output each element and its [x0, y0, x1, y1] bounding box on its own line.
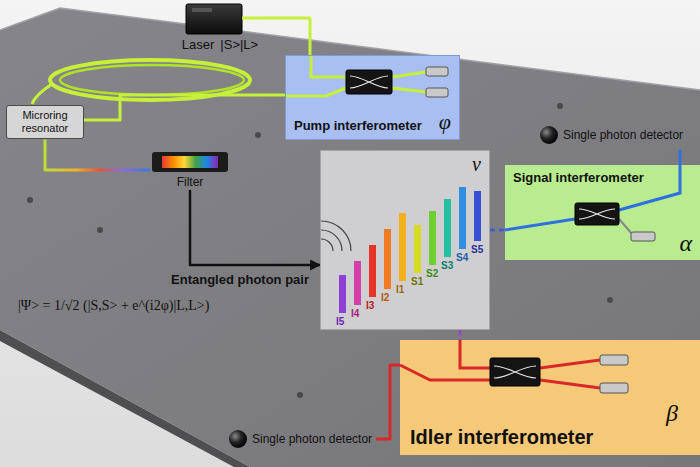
signal-bar — [459, 187, 466, 249]
band-label: S4 — [456, 252, 468, 264]
component-label: Laser — [182, 37, 215, 52]
band-label: I2 — [381, 292, 389, 304]
mounting-hole — [255, 132, 261, 138]
signal-fiber — [679, 150, 682, 165]
single-photon-detector: Single photon detector — [536, 120, 687, 150]
fiber-end — [426, 88, 448, 97]
idler-bar — [369, 245, 376, 297]
idler-channel — [459, 330, 462, 340]
wave-arcs — [321, 221, 351, 251]
signal-bar — [414, 225, 421, 273]
band-label: S5 — [471, 244, 483, 256]
fiber-end — [631, 232, 655, 241]
fiber — [400, 365, 490, 380]
component-label: Filter — [177, 175, 204, 189]
band-label: I4 — [351, 308, 359, 320]
fiber-end — [426, 67, 448, 76]
optical-board — [0, 8, 700, 467]
signal-bar — [429, 211, 436, 265]
fiber — [540, 360, 600, 368]
single-photon-detector: Single photon detector — [225, 422, 376, 456]
phase-symbol: β — [666, 400, 678, 426]
fiber-end — [600, 355, 628, 365]
optical-filter: Filter — [150, 150, 230, 190]
fiber — [286, 88, 346, 96]
mounting-hole — [297, 392, 303, 398]
detector-drawing — [536, 120, 560, 150]
fiber — [540, 380, 600, 388]
fiber — [392, 72, 426, 77]
interferometer-chip — [346, 70, 392, 94]
detector-drawing — [225, 422, 249, 456]
band-label: I3 — [366, 300, 374, 312]
laser-box — [170, 2, 270, 36]
interferometer-chip — [490, 358, 540, 386]
mounting-hole — [607, 297, 613, 303]
fiber — [242, 17, 270, 20]
interferometer-chip — [575, 203, 619, 225]
band-label: S2 — [426, 268, 438, 280]
fiber — [505, 219, 575, 230]
idler-interferometer-panel: Idler interferometer β — [400, 340, 700, 455]
fiber — [460, 340, 490, 368]
laser-panel — [192, 8, 212, 12]
signal-bar — [474, 191, 481, 241]
state-label: |S>|L> — [220, 37, 258, 52]
panel-title: Idler interferometer — [410, 426, 593, 449]
panel-title: Pump interferometer — [294, 118, 422, 133]
band-label: S3 — [441, 260, 453, 272]
detector-ball — [540, 126, 558, 144]
axis-label: ν — [472, 152, 481, 176]
edge-label: Entangled photon pair — [168, 272, 312, 287]
laser-source: Laser |S>|L> — [170, 2, 270, 54]
idler-bar — [399, 213, 406, 281]
phase-symbol: φ — [439, 111, 451, 133]
detector-ball — [229, 430, 247, 448]
signal-bar — [444, 199, 451, 257]
fiber — [311, 56, 346, 77]
idler-fiber — [376, 365, 400, 439]
band-label: S1 — [411, 276, 423, 288]
photon-pair-arrow — [190, 190, 320, 265]
idler-bar — [339, 275, 346, 313]
waveguide-coupler — [350, 76, 388, 88]
waveguide-coupler — [579, 209, 615, 219]
panel-title: Signal interferometer — [513, 170, 644, 185]
band-label: I5 — [336, 316, 344, 328]
mounting-hole — [27, 197, 33, 203]
mounting-hole — [97, 227, 103, 233]
fiber — [392, 88, 426, 92]
filter-housing — [152, 152, 228, 172]
spectrum-panel: ν — [320, 150, 490, 330]
laser-housing — [186, 4, 242, 34]
phase-symbol: α — [679, 230, 692, 256]
band-label: I1 — [396, 284, 404, 296]
idler-bar — [354, 261, 361, 305]
mounting-hole — [557, 103, 563, 109]
microring-chip: Microring resonator — [6, 105, 84, 139]
pump-fiber — [270, 18, 310, 55]
fiber — [32, 84, 52, 104]
idler-bar — [384, 229, 391, 289]
waveguide-coupler — [494, 366, 536, 378]
fiber-coil — [60, 65, 244, 95]
state-equation: |Ψ> = 1/√2 (|S,S> + e^(i2φ)|L,L>) — [18, 298, 209, 314]
spectrum-drawing — [321, 151, 491, 331]
pump-fiber — [84, 95, 285, 120]
signal-channel — [490, 229, 505, 232]
component-label: Single photon detector — [252, 432, 372, 446]
filter-grating — [162, 156, 218, 168]
filter-drawing — [150, 150, 230, 174]
output-fiber — [45, 139, 150, 170]
pump-interferometer-panel: Pump interferometer φ — [285, 55, 460, 140]
fiber-end — [600, 383, 628, 393]
component-label: Microring resonator — [11, 109, 79, 135]
component-label: Single photon detector — [563, 128, 683, 142]
signal-interferometer-panel: Signal interferometer α — [505, 165, 700, 260]
